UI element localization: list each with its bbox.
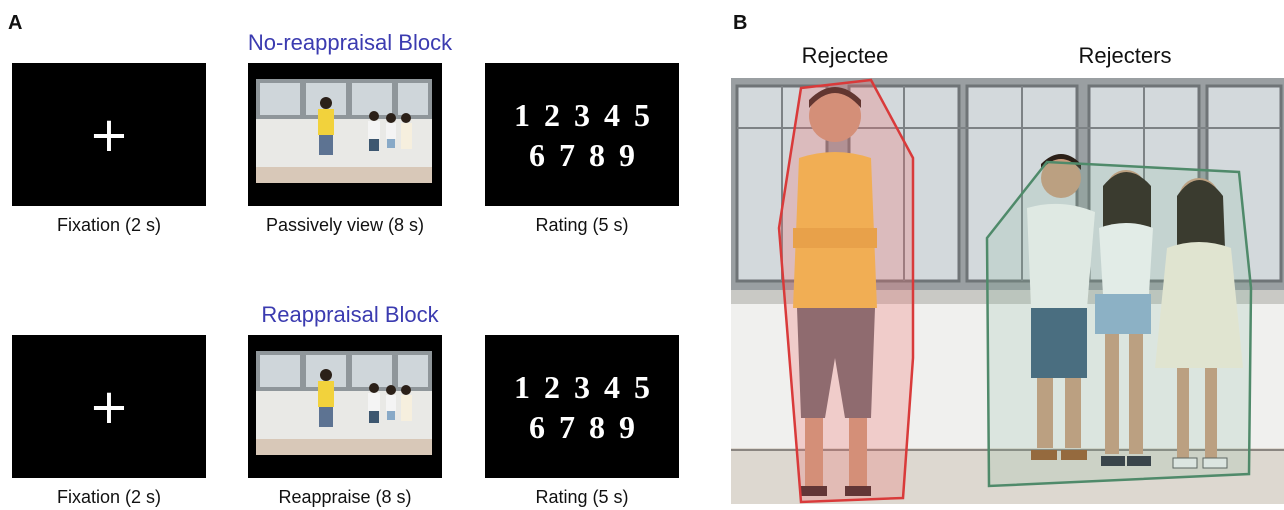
rating-digit: 1 [514,368,530,405]
rejecters-highlight [985,160,1253,488]
no-reappraisal-block-title: No-reappraisal Block [247,30,453,55]
rejecters-label: Rejecters [1078,43,1172,68]
reappraise-caption: Reappraise (8 s) [278,487,412,507]
rating-digit: 7 [559,136,575,173]
rating-digit: 4 [604,96,620,133]
reappraisal-block-title: Reappraisal Block [261,302,439,327]
panel-b-letter: B [733,12,748,34]
rejectee-highlight [777,78,915,504]
rating-digit: 2 [544,368,560,405]
rating-digit: 2 [544,96,560,133]
fixation-caption-2: Fixation (2 s) [56,487,162,507]
rating-digit: 5 [634,368,650,405]
passive-view-caption: Passively view (8 s) [265,215,425,235]
reappraise-screen [248,335,442,478]
fixation-caption-1: Fixation (2 s) [56,215,162,235]
rating-digit: 7 [559,408,575,445]
fixation-screen-1: + [12,63,206,206]
rating-digit: 5 [634,96,650,133]
rejectee-figure [793,87,877,496]
social-exclusion-photo [731,78,1284,504]
rating-caption-1: Rating (5 s) [535,215,629,235]
rating-digit: 6 [529,408,545,445]
rating-digit: 3 [574,368,590,405]
rating-digit: 6 [529,136,545,173]
passive-view-photo-thumbnail [256,79,432,183]
fixation-cross: + [88,378,130,435]
rating-digit: 4 [604,368,620,405]
fixation-screen-2: + [12,335,206,478]
rating-digit: 8 [589,136,605,173]
rating-caption-2: Rating (5 s) [535,487,629,507]
rating-digit: 3 [574,96,590,133]
passive-view-screen [248,63,442,206]
rating-digit: 9 [619,408,635,445]
rejecters-figures [1027,154,1243,469]
rating-digit: 1 [514,96,530,133]
rejectee-label: Rejectee [801,43,889,68]
rating-digit: 8 [589,408,605,445]
panel-a-letter: A [8,12,23,34]
rating-digit: 9 [619,136,635,173]
reappraise-photo-thumbnail [256,351,432,455]
fixation-cross: + [88,106,130,163]
